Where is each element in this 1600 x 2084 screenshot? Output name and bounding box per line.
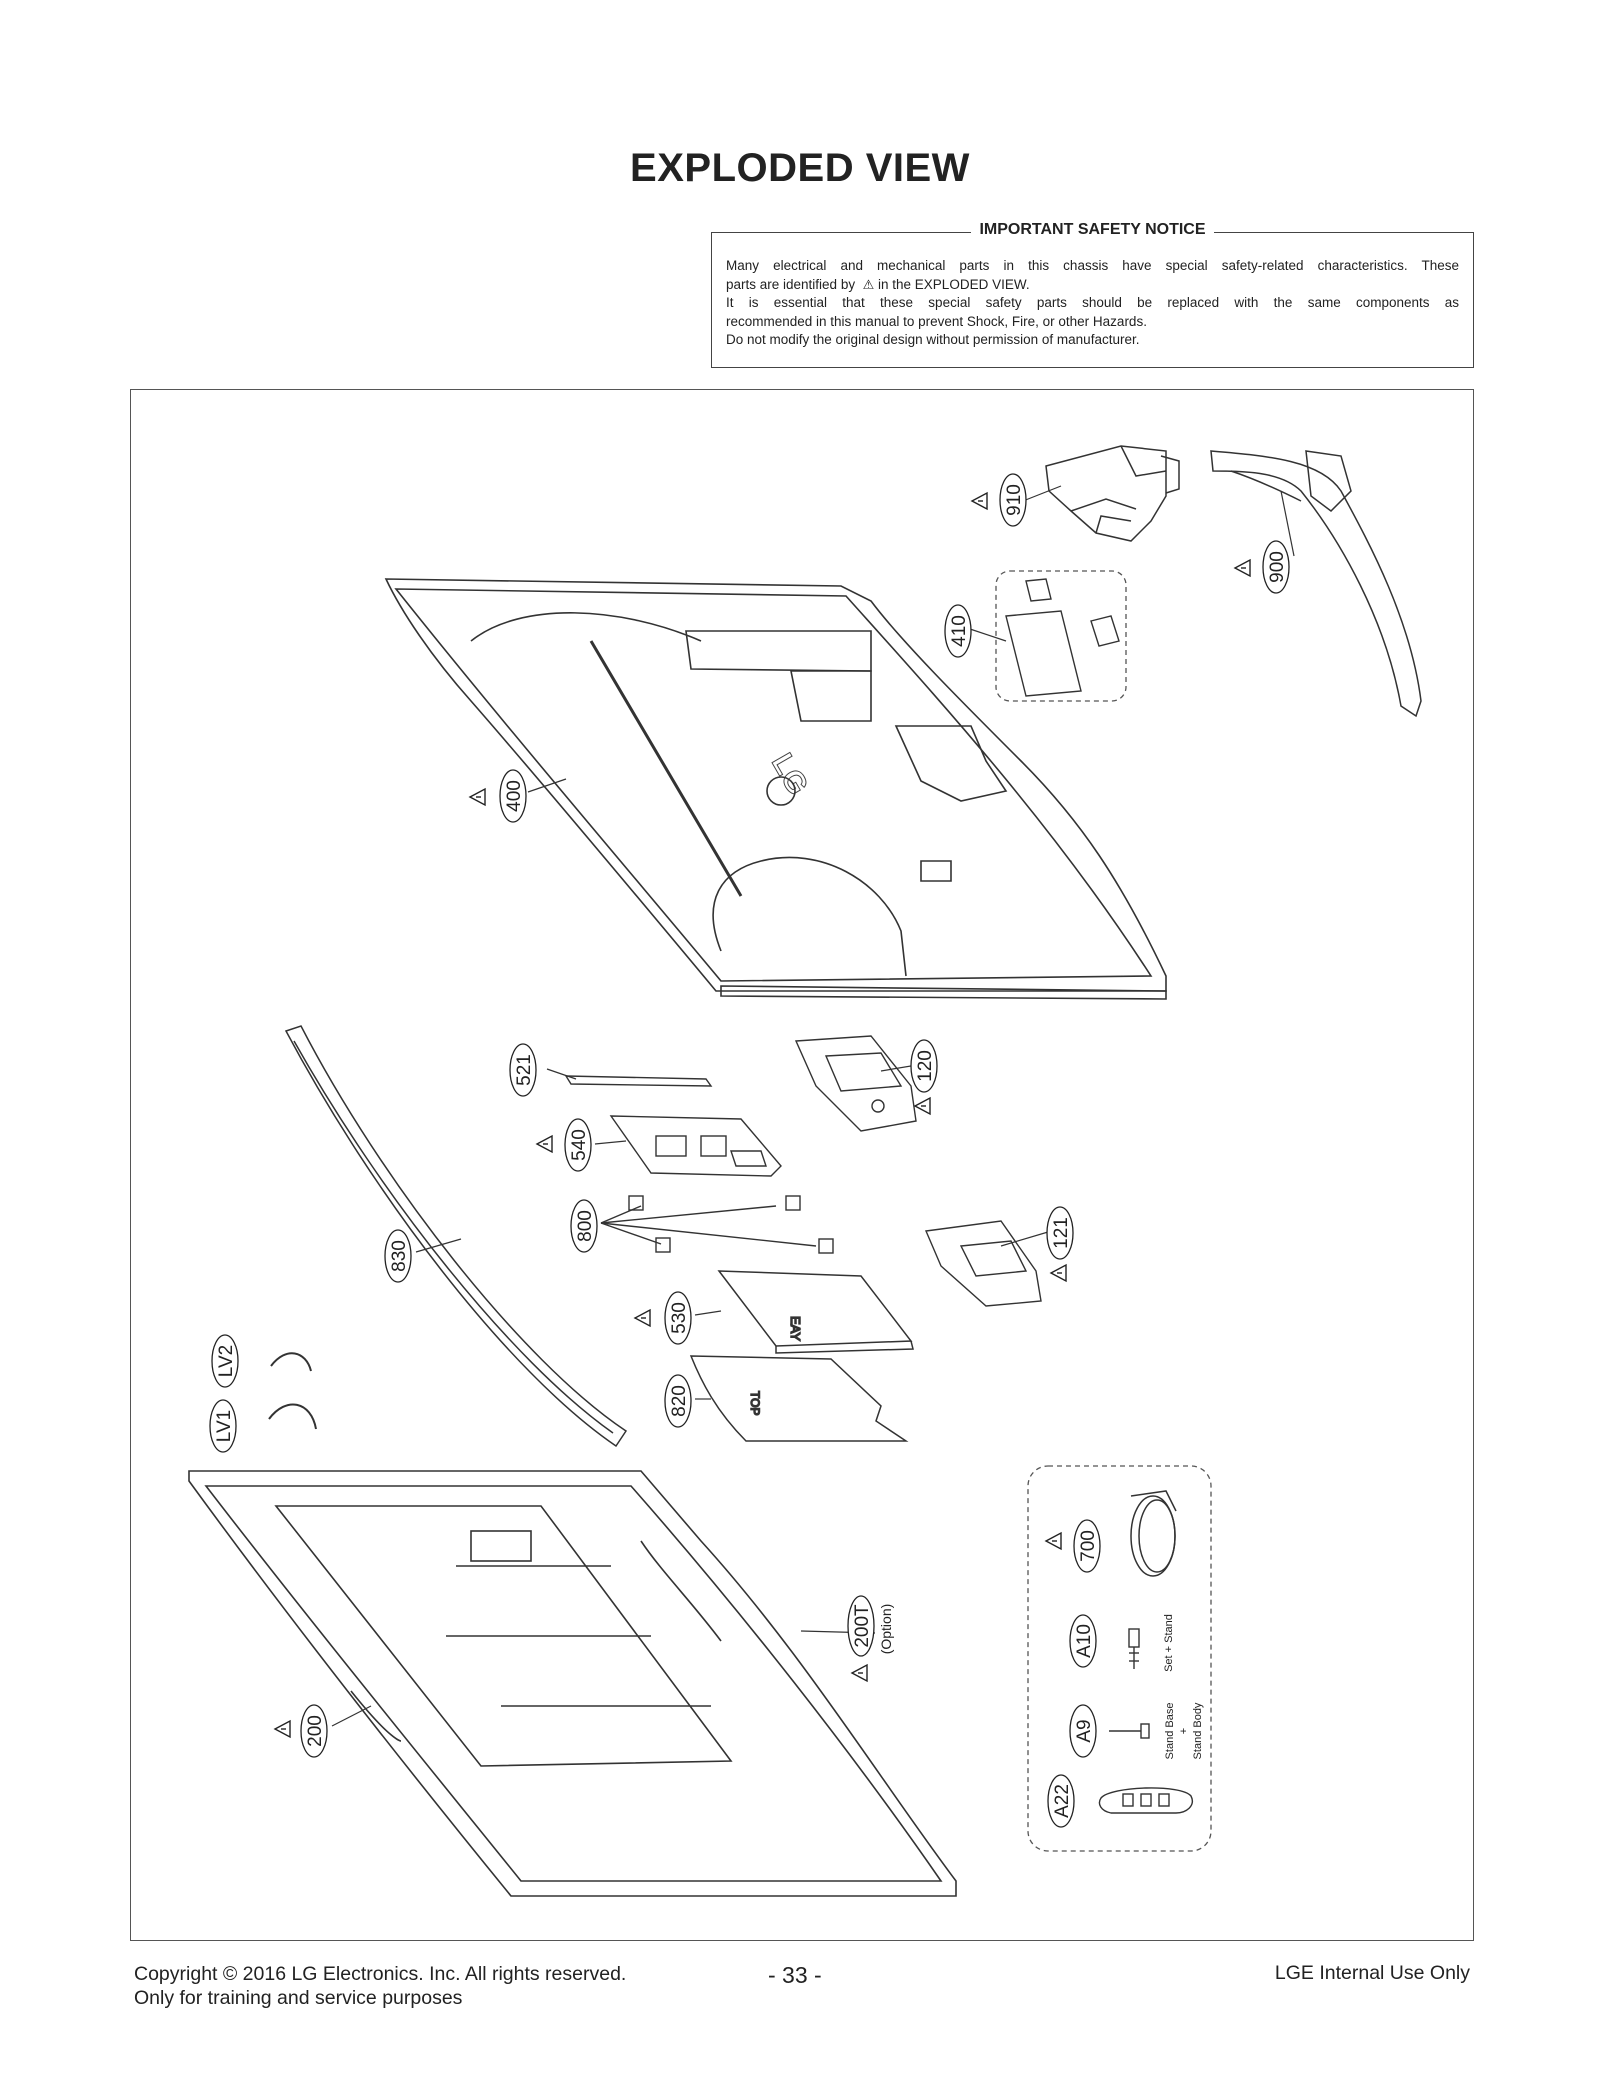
part-label-820: 820 xyxy=(664,1374,692,1428)
shield-820-drawing: TOP xyxy=(689,1355,909,1442)
footer-training: Only for training and service purposes xyxy=(134,1987,463,2009)
warning-triangle-icon xyxy=(1234,559,1251,577)
page-number: - 33 - xyxy=(768,1962,822,1988)
svg-text:200T: 200T xyxy=(852,1604,873,1648)
part-410-group-outline xyxy=(995,570,1127,702)
svg-text:820: 820 xyxy=(669,1385,690,1417)
svg-text:LV1: LV1 xyxy=(214,1410,235,1442)
front-frame-200-drawing xyxy=(188,1470,957,1897)
svg-text:700: 700 xyxy=(1078,1530,1099,1562)
part-label-200t: 200T (Option) xyxy=(847,1595,894,1682)
svg-text:(Option): (Option) xyxy=(878,1604,894,1655)
warning-triangle-icon xyxy=(971,492,988,510)
part-label-a22: A22 xyxy=(1047,1774,1075,1828)
part-label-530: 530 xyxy=(634,1291,692,1345)
warning-triangle-icon xyxy=(274,1720,291,1738)
svg-text:900: 900 xyxy=(1267,551,1288,583)
remote-a22-drawing xyxy=(1098,1787,1193,1814)
safety-notice-heading-wrap: IMPORTANT SAFETY NOTICE xyxy=(712,221,1473,239)
svg-text:LG: LG xyxy=(765,748,814,801)
page-title: EXPLODED VIEW xyxy=(630,146,970,190)
notice-line-2-post: in the EXPLODED VIEW. xyxy=(878,276,1030,292)
svg-text:120: 120 xyxy=(915,1050,936,1082)
part-label-lv1: LV1 xyxy=(209,1399,237,1453)
notice-line-2: parts are identified by ⚠ in the EXPLODE… xyxy=(726,276,1459,295)
exploded-view-drawing: LG EAY xyxy=(188,445,1422,1897)
notice-line-3: It is essential that these special safet… xyxy=(726,295,1459,310)
bracket-410-drawing xyxy=(1005,578,1120,697)
box-121-drawing xyxy=(924,1220,1042,1307)
warning-triangle-icon xyxy=(1045,1532,1062,1550)
stand-neck-drawing xyxy=(1045,445,1180,542)
notice-line-4: recommended in this manual to prevent Sh… xyxy=(726,313,1147,329)
footer-internal: LGE Internal Use Only xyxy=(1274,1962,1470,1984)
power-cord-700-drawing xyxy=(1130,1490,1177,1577)
warning-triangle-icon: ⚠ xyxy=(862,276,875,292)
svg-text:A9: A9 xyxy=(1074,1719,1095,1742)
part-label-830: 830 xyxy=(384,1229,412,1283)
warning-triangle-icon xyxy=(1050,1264,1067,1282)
clips-800-drawing xyxy=(600,1195,834,1254)
part-label-lv2: LV2 xyxy=(211,1334,239,1388)
power-board-530-drawing: EAY xyxy=(717,1270,914,1354)
warning-triangle-icon xyxy=(536,1135,553,1153)
svg-text:830: 830 xyxy=(389,1240,410,1272)
svg-text:540: 540 xyxy=(569,1129,590,1161)
svg-text:200: 200 xyxy=(305,1715,326,1747)
warning-triangle-icon xyxy=(914,1097,931,1115)
leader-lines xyxy=(331,485,1295,1727)
main-board-540-drawing xyxy=(609,1115,782,1177)
warning-triangle-icon xyxy=(851,1664,868,1682)
part-label-910: 910 xyxy=(971,473,1027,527)
notice-line-5: Do not modify the original design withou… xyxy=(726,332,1140,347)
notice-line-2-pre: parts are identified by xyxy=(726,276,856,292)
screw-a9-drawing xyxy=(1109,1723,1150,1739)
svg-text:LV2: LV2 xyxy=(216,1345,237,1377)
footer-copyright: Copyright © 2016 LG Electronics. Inc. Al… xyxy=(134,1963,627,1985)
svg-text:A22: A22 xyxy=(1052,1784,1073,1818)
part-label-410: 410 xyxy=(944,604,972,658)
part-label-700: 700 xyxy=(1045,1519,1101,1573)
svg-text:EAY: EAY xyxy=(788,1316,803,1341)
stand-base-drawing xyxy=(1210,450,1422,718)
svg-text:910: 910 xyxy=(1004,484,1025,516)
svg-text:A10: A10 xyxy=(1074,1624,1095,1658)
part-label-521: 521 xyxy=(509,1043,537,1097)
svg-text:TOP: TOP xyxy=(748,1391,762,1415)
part-label-a9: A9 Stand Base + Stand Body xyxy=(1069,1702,1204,1760)
safety-notice-body: Many electrical and mechanical parts in … xyxy=(726,257,1459,350)
svg-text:Stand Body: Stand Body xyxy=(1192,1702,1204,1759)
box-120-drawing xyxy=(794,1035,917,1132)
accessory-group-outline xyxy=(1027,1465,1212,1852)
part-label-800: 800 xyxy=(570,1199,598,1253)
exploded-view-diagram: LG EAY xyxy=(130,389,1474,1941)
part-label-400: 400 xyxy=(469,769,527,823)
svg-text:400: 400 xyxy=(504,780,525,812)
part-label-121: 121 xyxy=(1046,1206,1074,1282)
svg-text:410: 410 xyxy=(949,615,970,647)
svg-text:530: 530 xyxy=(669,1302,690,1334)
svg-text:Set + Stand: Set + Stand xyxy=(1163,1614,1175,1672)
cable-521-drawing xyxy=(564,1075,713,1087)
part-label-120: 120 xyxy=(910,1039,938,1115)
part-label-200: 200 xyxy=(274,1704,328,1758)
footer-left: Copyright © 2016 LG Electronics. Inc. Al… xyxy=(134,1962,626,2010)
svg-text:121: 121 xyxy=(1051,1217,1072,1249)
warning-triangle-icon xyxy=(469,788,486,806)
lv-cables-drawing xyxy=(268,1352,317,1430)
part-label-900: 900 xyxy=(1234,540,1290,594)
svg-text:+: + xyxy=(1178,1728,1190,1734)
part-label-a10: A10 Set + Stand xyxy=(1069,1614,1175,1672)
speaker-830-drawing xyxy=(284,1025,628,1448)
screw-a10-drawing xyxy=(1128,1628,1140,1669)
warning-triangle-icon xyxy=(634,1309,651,1327)
safety-notice-heading: IMPORTANT SAFETY NOTICE xyxy=(971,221,1214,238)
svg-text:Stand Base: Stand Base xyxy=(1164,1703,1176,1760)
svg-text:521: 521 xyxy=(514,1054,535,1086)
svg-text:800: 800 xyxy=(575,1210,596,1242)
safety-notice-box: IMPORTANT SAFETY NOTICE Many electrical … xyxy=(711,221,1474,368)
notice-line-1: Many electrical and mechanical parts in … xyxy=(726,258,1459,273)
part-label-540: 540 xyxy=(536,1118,592,1172)
